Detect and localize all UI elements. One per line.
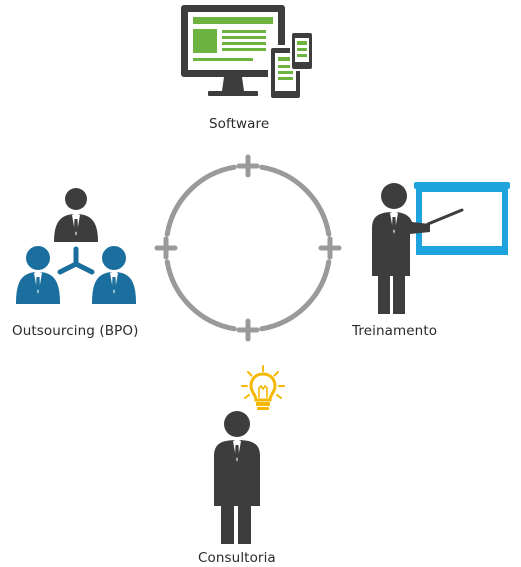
presenter-icon [372, 182, 510, 314]
consultoria-label: Consultoria [198, 550, 276, 566]
cycle-ring [154, 154, 342, 342]
software-label: Software [209, 116, 270, 132]
plus-connectors [154, 154, 342, 342]
lightbulb-icon [241, 365, 285, 410]
devices-icon [181, 5, 314, 101]
consultant-icon [214, 411, 260, 544]
treinamento-label: Treinamento [352, 323, 438, 339]
outsourcing-label: Outsourcing (BPO) [12, 323, 139, 339]
team-network-icon [16, 188, 136, 304]
